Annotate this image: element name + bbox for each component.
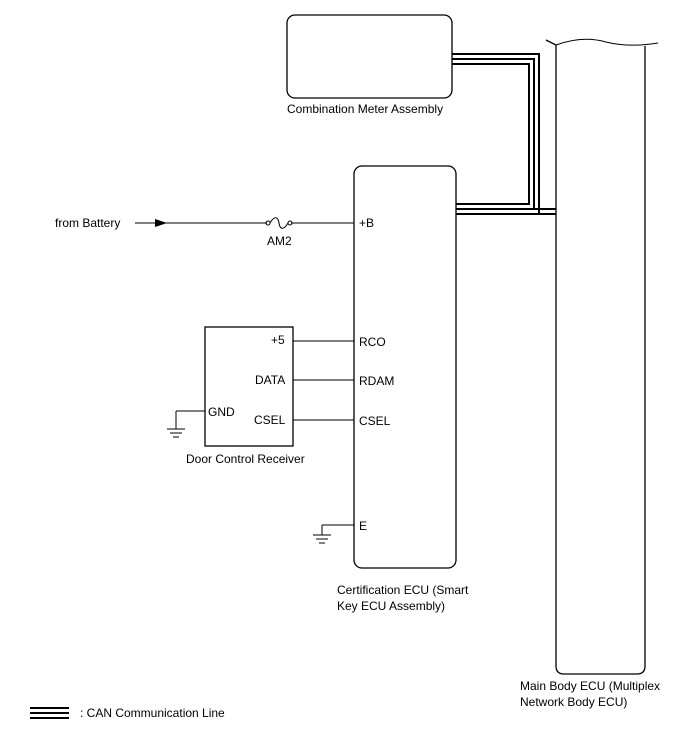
combination-meter-label: Combination Meter Assembly bbox=[287, 102, 443, 116]
am2-fuse-icon bbox=[265, 217, 293, 229]
pin-plus-b: +B bbox=[359, 216, 374, 230]
from-battery-label: from Battery bbox=[55, 216, 120, 230]
pin-rco: RCO bbox=[359, 335, 386, 349]
main-body-ecu-label-line1: Main Body ECU (Multiplex bbox=[520, 679, 660, 693]
pin-csel-ecu: CSEL bbox=[359, 414, 391, 428]
can-line-ecu-to-body bbox=[456, 208, 556, 215]
certification-ecu-label-line1: Certification ECU (Smart bbox=[337, 583, 469, 597]
door-control-receiver-label: Door Control Receiver bbox=[186, 452, 305, 466]
pin-gnd: GND bbox=[208, 405, 235, 419]
main-body-ecu-label-line2: Network Body ECU) bbox=[520, 695, 627, 709]
battery-feed-wire bbox=[135, 219, 354, 227]
main-body-ecu bbox=[545, 38, 659, 675]
can-line-legend-label: : CAN Communication Line bbox=[80, 706, 225, 720]
can-line-legend-symbol bbox=[30, 707, 69, 719]
combination-meter-assembly bbox=[286, 14, 453, 99]
receiver-ground-icon bbox=[167, 410, 205, 438]
certification-ecu bbox=[353, 165, 457, 569]
pin-rdam: RDAM bbox=[359, 374, 394, 388]
can-line-meter-to-body bbox=[452, 53, 556, 215]
certification-ecu-label-line2: Key ECU Assembly) bbox=[337, 599, 445, 613]
pin-csel-receiver: CSEL bbox=[254, 413, 286, 427]
ecu-ground-icon bbox=[313, 524, 354, 544]
pin-e: E bbox=[359, 519, 367, 533]
signal-wires bbox=[293, 340, 354, 421]
pin-plus5: +5 bbox=[271, 333, 285, 347]
door-control-receiver bbox=[204, 326, 294, 447]
pin-data: DATA bbox=[255, 373, 285, 387]
am2-fuse-label: AM2 bbox=[267, 234, 292, 248]
